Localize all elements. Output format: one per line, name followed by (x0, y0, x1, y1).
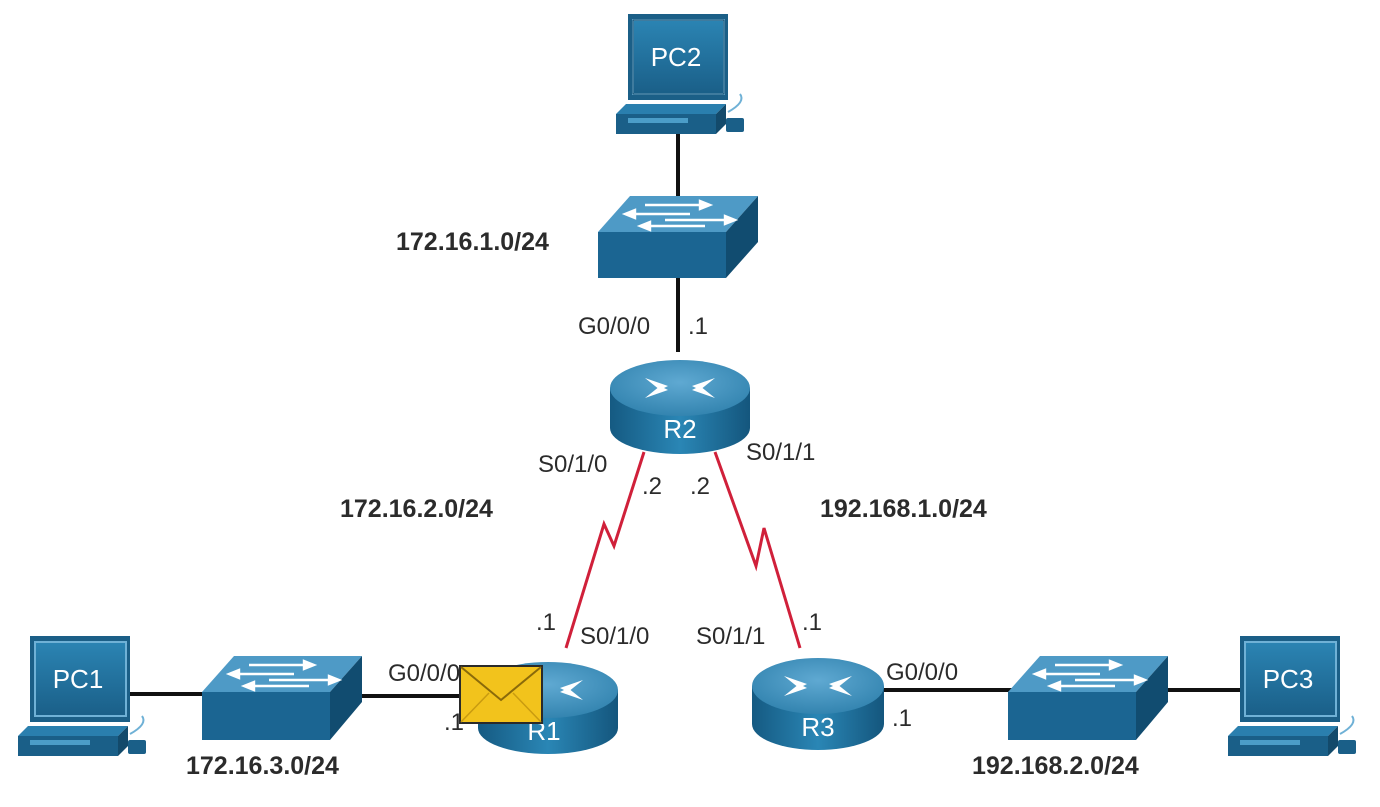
pc1-label: PC1 (53, 664, 104, 694)
pc-icon (1228, 636, 1356, 756)
r2-s011-host: .2 (690, 473, 710, 500)
r2[interactable]: R2 (610, 360, 750, 454)
switch-icon (202, 656, 362, 740)
r3-label: R3 (801, 712, 834, 742)
pc-icon (616, 14, 744, 134)
network-label-lan-r3: 192.168.2.0/24 (972, 752, 1139, 780)
r3-s011-host: .1 (802, 609, 822, 636)
r1-s010-host: .1 (536, 609, 556, 636)
switch-icon (598, 196, 758, 278)
switch-icon (1008, 656, 1168, 740)
pc2[interactable]: PC2 (616, 14, 744, 134)
pc3-label: PC3 (1263, 664, 1314, 694)
network-label-wan-r1-r2: 172.16.2.0/24 (340, 495, 493, 523)
r3-g000-host: .1 (892, 705, 912, 732)
pc2-label: PC2 (651, 42, 702, 72)
serial-link-r1-r2 (564, 451, 646, 649)
r3-g000-label: G0/0/0 (886, 659, 958, 686)
r2-s010-host: .2 (642, 473, 662, 500)
r2-s011-label: S0/1/1 (746, 439, 815, 466)
switch1[interactable] (202, 656, 362, 740)
serial-link-r2-r3 (713, 451, 802, 649)
r3[interactable]: R3 (752, 658, 884, 750)
pc3[interactable]: PC3 (1228, 636, 1356, 756)
network-label-wan-r2-r3: 192.168.1.0/24 (820, 495, 987, 523)
envelope-icon (459, 665, 543, 724)
packet-envelope[interactable] (459, 665, 543, 724)
router-icon (610, 360, 750, 454)
network-label-lan-r1: 172.16.3.0/24 (186, 752, 339, 780)
r2-s010-label: S0/1/0 (538, 451, 607, 478)
switch2[interactable] (598, 196, 758, 278)
links (128, 132, 1245, 698)
r1-s010-label: S0/1/0 (580, 623, 649, 650)
switch3[interactable] (1008, 656, 1168, 740)
router-icon (752, 658, 884, 750)
r2-g000-host: .1 (688, 313, 708, 340)
network-label-lan-r2: 172.16.1.0/24 (396, 228, 549, 256)
r2-g000-label: G0/0/0 (578, 313, 650, 340)
r3-s011-label: S0/1/1 (696, 623, 765, 650)
r2-label: R2 (663, 414, 696, 444)
pc1[interactable]: PC1 (18, 636, 146, 756)
pc-icon (18, 636, 146, 756)
r1-g000-label: G0/0/0 (388, 660, 460, 687)
